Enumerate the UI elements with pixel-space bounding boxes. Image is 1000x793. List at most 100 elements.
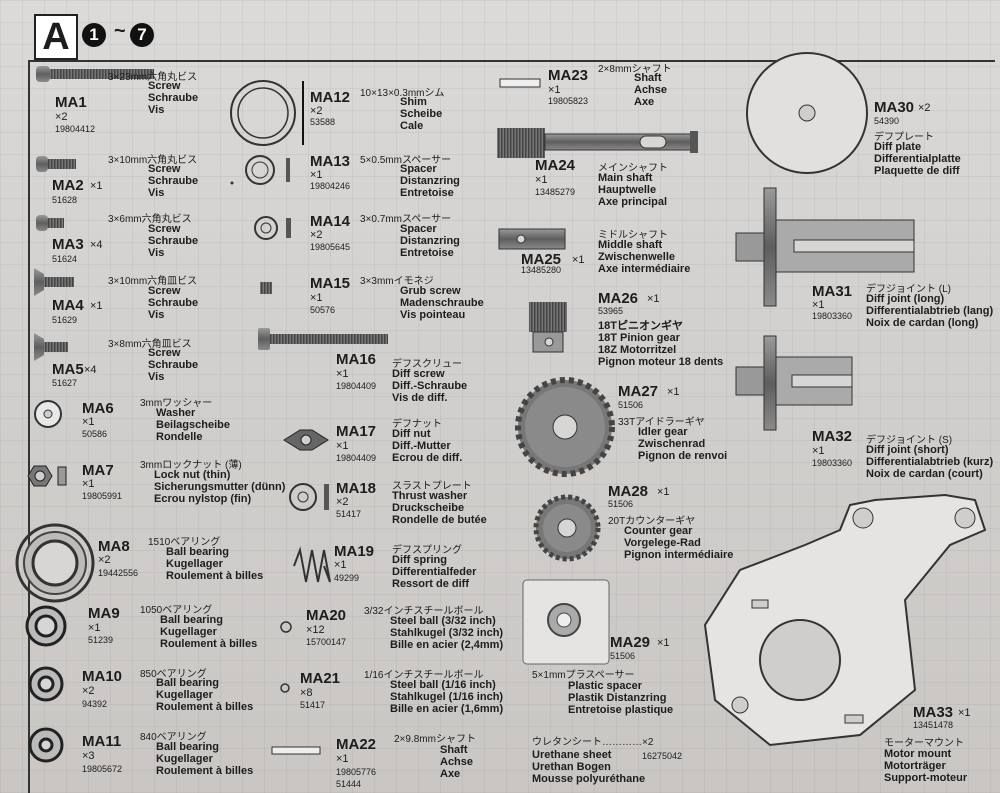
ma22-code: MA22 <box>336 736 377 753</box>
ma13-part-number: 19804246 <box>310 181 351 191</box>
ma23-name-2: Axe <box>634 96 655 108</box>
ma23-code: MA23 <box>548 67 589 84</box>
ma31-names: Diff joint (long)Differentialabtrieb (la… <box>866 293 993 329</box>
ma30-part-number: 54390 <box>874 116 900 126</box>
ma12-japanese-name: 10×13×0.3mmシム <box>360 88 445 99</box>
ma10-code: MA10 <box>82 668 123 685</box>
ma11-name-1: Kugellager <box>156 753 213 765</box>
ma19-name-0: Diff spring <box>392 554 447 566</box>
ma22-name-0: Shaft <box>440 744 468 756</box>
ma13-name-1: Distanzring <box>400 175 460 187</box>
ma28-japanese-name: 20Tカウンターギヤ <box>608 516 696 527</box>
ma6-washer-drawing <box>34 400 62 428</box>
ma16-code: MA16 <box>336 351 377 368</box>
ma25-name-0: Middle shaft <box>598 239 663 251</box>
ma25-middleshaft-drawing <box>498 228 566 250</box>
ma2-name-0: Screw <box>148 163 181 175</box>
ma31-name-2: Noix de cardan (long) <box>866 317 979 329</box>
ma7-name-1: Sicherungsmutter (dünn) <box>154 481 286 493</box>
ma29-japanese-name: 5×1mmプラスペーサー <box>532 670 635 681</box>
urethane-ja: ウレタンシート…………×2 <box>532 737 654 748</box>
ma2-screw-drawing <box>36 156 76 172</box>
ma20-japanese-name: 3/32インチスチールボール <box>364 606 484 617</box>
ma2-name-2: Vis <box>148 187 165 199</box>
ma3-code: MA3 <box>52 236 84 253</box>
ma22-name-2: Axe <box>440 768 461 780</box>
ma10-quantity: ×2 <box>82 685 95 697</box>
ma15-part-number: 50576 <box>310 305 336 315</box>
ma9-quantity: ×1 <box>88 622 101 634</box>
ma10-name-2: Roulement à billes <box>156 701 254 713</box>
ma7-name-0: Lock nut (thin) <box>154 469 231 481</box>
ma33-code: MA33 <box>913 704 954 721</box>
ma13-japanese-name: 5×0.5mmスペーサー <box>360 155 452 166</box>
ma29-quantity: ×1 <box>657 637 670 649</box>
ma9-name-1: Kugellager <box>160 626 217 638</box>
ma12-code: MA12 <box>310 89 351 106</box>
ma11-japanese-name: 840ベアリング <box>140 732 207 743</box>
ma18-part-number: 51417 <box>336 509 362 519</box>
ma20-names: Steel ball (3/32 inch)Stahlkugel (3/32 i… <box>390 615 503 651</box>
section-letter: A <box>34 14 78 60</box>
ma16-diffscrew-drawing <box>258 328 388 350</box>
ma24-name-1: Hauptwelle <box>598 184 657 196</box>
ma19-name-2: Ressort de diff <box>392 578 470 590</box>
ma20-part-number: 15700147 <box>306 637 347 647</box>
ma18-japanese-name: スラストプレート <box>392 481 472 492</box>
ma26-name-3: Pignon moteur 18 dents <box>598 356 724 368</box>
ma25-name-2: Axe intermédiaire <box>598 263 691 275</box>
ma29-code: MA29 <box>610 634 651 651</box>
ma1-japanese-name: 3×23mm六角丸ビス <box>108 72 198 83</box>
ma18-code: MA18 <box>336 480 377 497</box>
ma10-name-1: Kugellager <box>156 689 213 701</box>
ma11-part-number: 19805672 <box>82 764 123 774</box>
ma5-name-0: Screw <box>148 347 181 359</box>
ma32-name-2: Noix de cardan (court) <box>866 468 983 480</box>
ma1-screw-drawing <box>36 66 154 82</box>
ma16-part-number: 19804409 <box>336 381 377 391</box>
ma9-part-number: 51239 <box>88 635 114 645</box>
ma7-part-number: 19805991 <box>82 491 123 501</box>
ma8-name-2: Roulement à billes <box>166 570 264 582</box>
ma24-part-number: 13485279 <box>535 187 576 197</box>
ma8-code: MA8 <box>98 538 130 555</box>
ma19-name-1: Differentialfeder <box>392 566 477 578</box>
ma8-bearing-drawing <box>15 523 95 603</box>
ma4-name-1: Schraube <box>148 297 199 309</box>
ma5-part-number: 51627 <box>52 378 78 388</box>
ma33-name-1: Motorträger <box>884 760 946 772</box>
ma13-quantity: ×1 <box>310 169 323 181</box>
ma12-quantity: ×2 <box>310 105 323 117</box>
ma18-name-0: Thrust washer <box>392 490 468 502</box>
urethane-name-fr: Mousse polyuréthane <box>532 773 646 785</box>
ma4-quantity: ×1 <box>90 300 103 312</box>
ma17-name-1: Diff.-Mutter <box>392 440 451 452</box>
ma27-idlergear-drawing <box>515 377 615 477</box>
ma5-code: MA5 <box>52 361 84 378</box>
ma6-name-2: Rondelle <box>156 431 203 443</box>
ma1-part-number: 19804412 <box>55 124 96 134</box>
ma26-name-2: 18Z Motorritzel <box>598 344 677 356</box>
ma8-part-number: 19442556 <box>98 568 139 578</box>
ma12-name-2: Cale <box>400 120 424 132</box>
ma11-name-2: Roulement à billes <box>156 765 254 777</box>
ma26-part-number: 53965 <box>598 306 624 316</box>
ma14-name-1: Distanzring <box>400 235 460 247</box>
ma19-spring-drawing <box>293 546 331 583</box>
ma32-names: Diff joint (short)Differentialabtrieb (k… <box>866 444 993 480</box>
ma27-name-1: Zwischenrad <box>638 438 706 450</box>
ma4-name-2: Vis <box>148 309 165 321</box>
ma17-name-2: Ecrou de diff. <box>392 452 463 464</box>
ma28-countergear-drawing <box>533 494 601 562</box>
ma22-quantity: ×1 <box>336 753 349 765</box>
ma2-japanese-name: 3×10mm六角丸ビス <box>108 155 198 166</box>
ma20-code: MA20 <box>306 607 347 624</box>
ma26-pinion-drawing <box>529 302 567 353</box>
ma22-shaft-drawing <box>271 746 321 755</box>
